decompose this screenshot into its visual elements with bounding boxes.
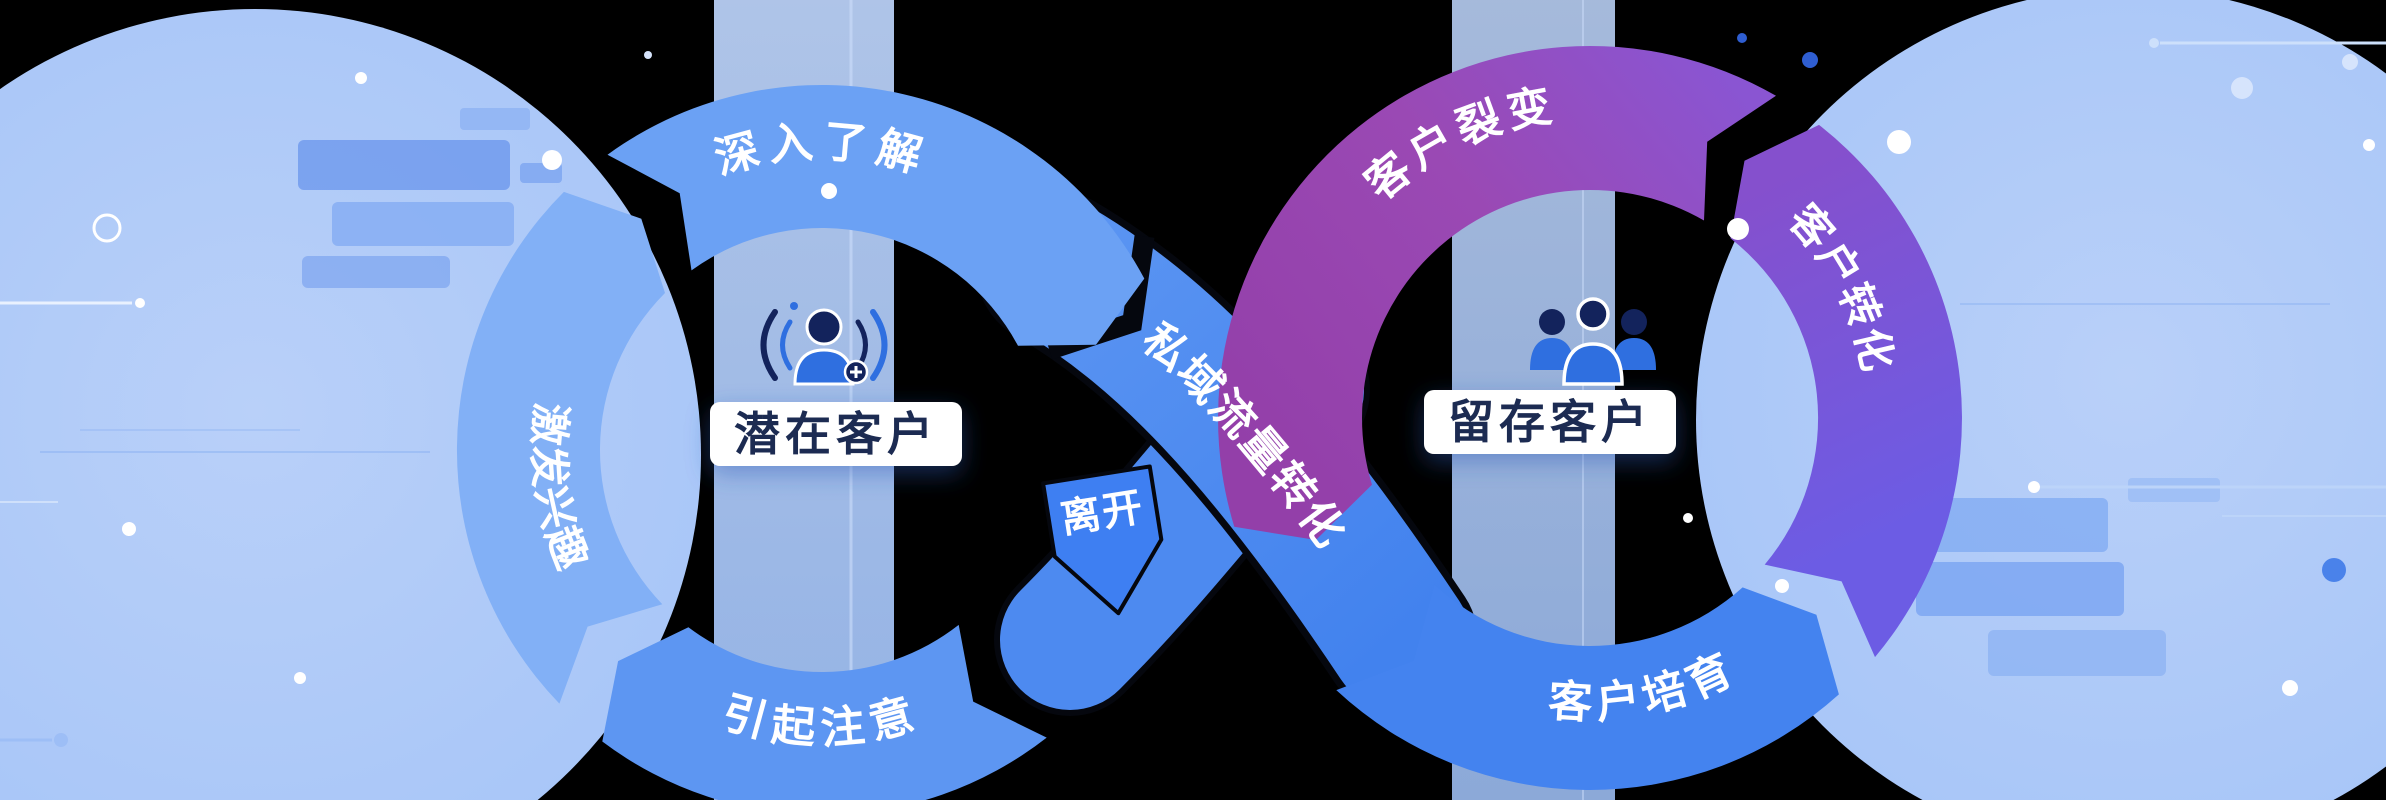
decor-dot	[644, 51, 652, 59]
retention-card-box	[1424, 390, 1676, 454]
decor-dot	[1887, 130, 1911, 154]
decor-dot	[2149, 38, 2159, 48]
right-ring	[1218, 45, 1962, 790]
retention-card: 留存客户	[1424, 390, 1676, 454]
decor-dot	[542, 150, 562, 170]
left-ring-segment-left	[456, 191, 665, 704]
prospect-search-icon	[760, 302, 888, 386]
left-ring	[456, 84, 1145, 800]
decor-dot	[1737, 33, 1747, 43]
decor-dot	[2282, 680, 2298, 696]
right-ring-segment-top	[1218, 45, 1776, 540]
glitch-rect	[460, 108, 530, 130]
decor-dot	[1683, 513, 1693, 523]
left-ring-segment-bottom	[602, 624, 1047, 800]
leave-arrow: 离开	[1041, 464, 1164, 616]
ring-marker-dot	[1727, 218, 1749, 240]
glitch-rect	[2128, 478, 2220, 502]
glitch-rect	[298, 140, 510, 190]
retention-card-label: 留存客户	[1448, 395, 1652, 449]
decor-dot	[122, 522, 136, 536]
glitch-rect	[332, 202, 514, 246]
glitch-rect	[302, 256, 450, 288]
ring-marker-dot	[821, 183, 837, 199]
decor-dot	[355, 72, 367, 84]
decor-dot	[1802, 52, 1818, 68]
prospect-card: 潜在客户	[710, 402, 962, 466]
decor-ring	[92, 213, 122, 243]
right-ring-segment-bottom	[1336, 584, 1839, 790]
glitch-rect	[1988, 630, 2166, 676]
decor-dot	[2028, 481, 2040, 493]
decor-dot	[54, 733, 68, 747]
customer-group-icon	[1530, 297, 1656, 386]
decor-dot	[2322, 558, 2346, 582]
prospect-card-box	[710, 402, 962, 466]
right-ring-segment-right	[1730, 124, 1962, 658]
prospect-card-label: 潜在客户	[734, 407, 938, 461]
leave-arrow-shape	[1041, 464, 1164, 616]
left-ring-segment-top	[607, 84, 1145, 346]
decor-dot	[294, 672, 306, 684]
decor-dot	[135, 298, 145, 308]
glitch-rect	[1916, 562, 2124, 616]
decor-dot	[2363, 139, 2375, 151]
decor-dot	[2342, 54, 2358, 70]
decor-dot	[2231, 77, 2253, 99]
decor-dot	[1775, 579, 1789, 593]
